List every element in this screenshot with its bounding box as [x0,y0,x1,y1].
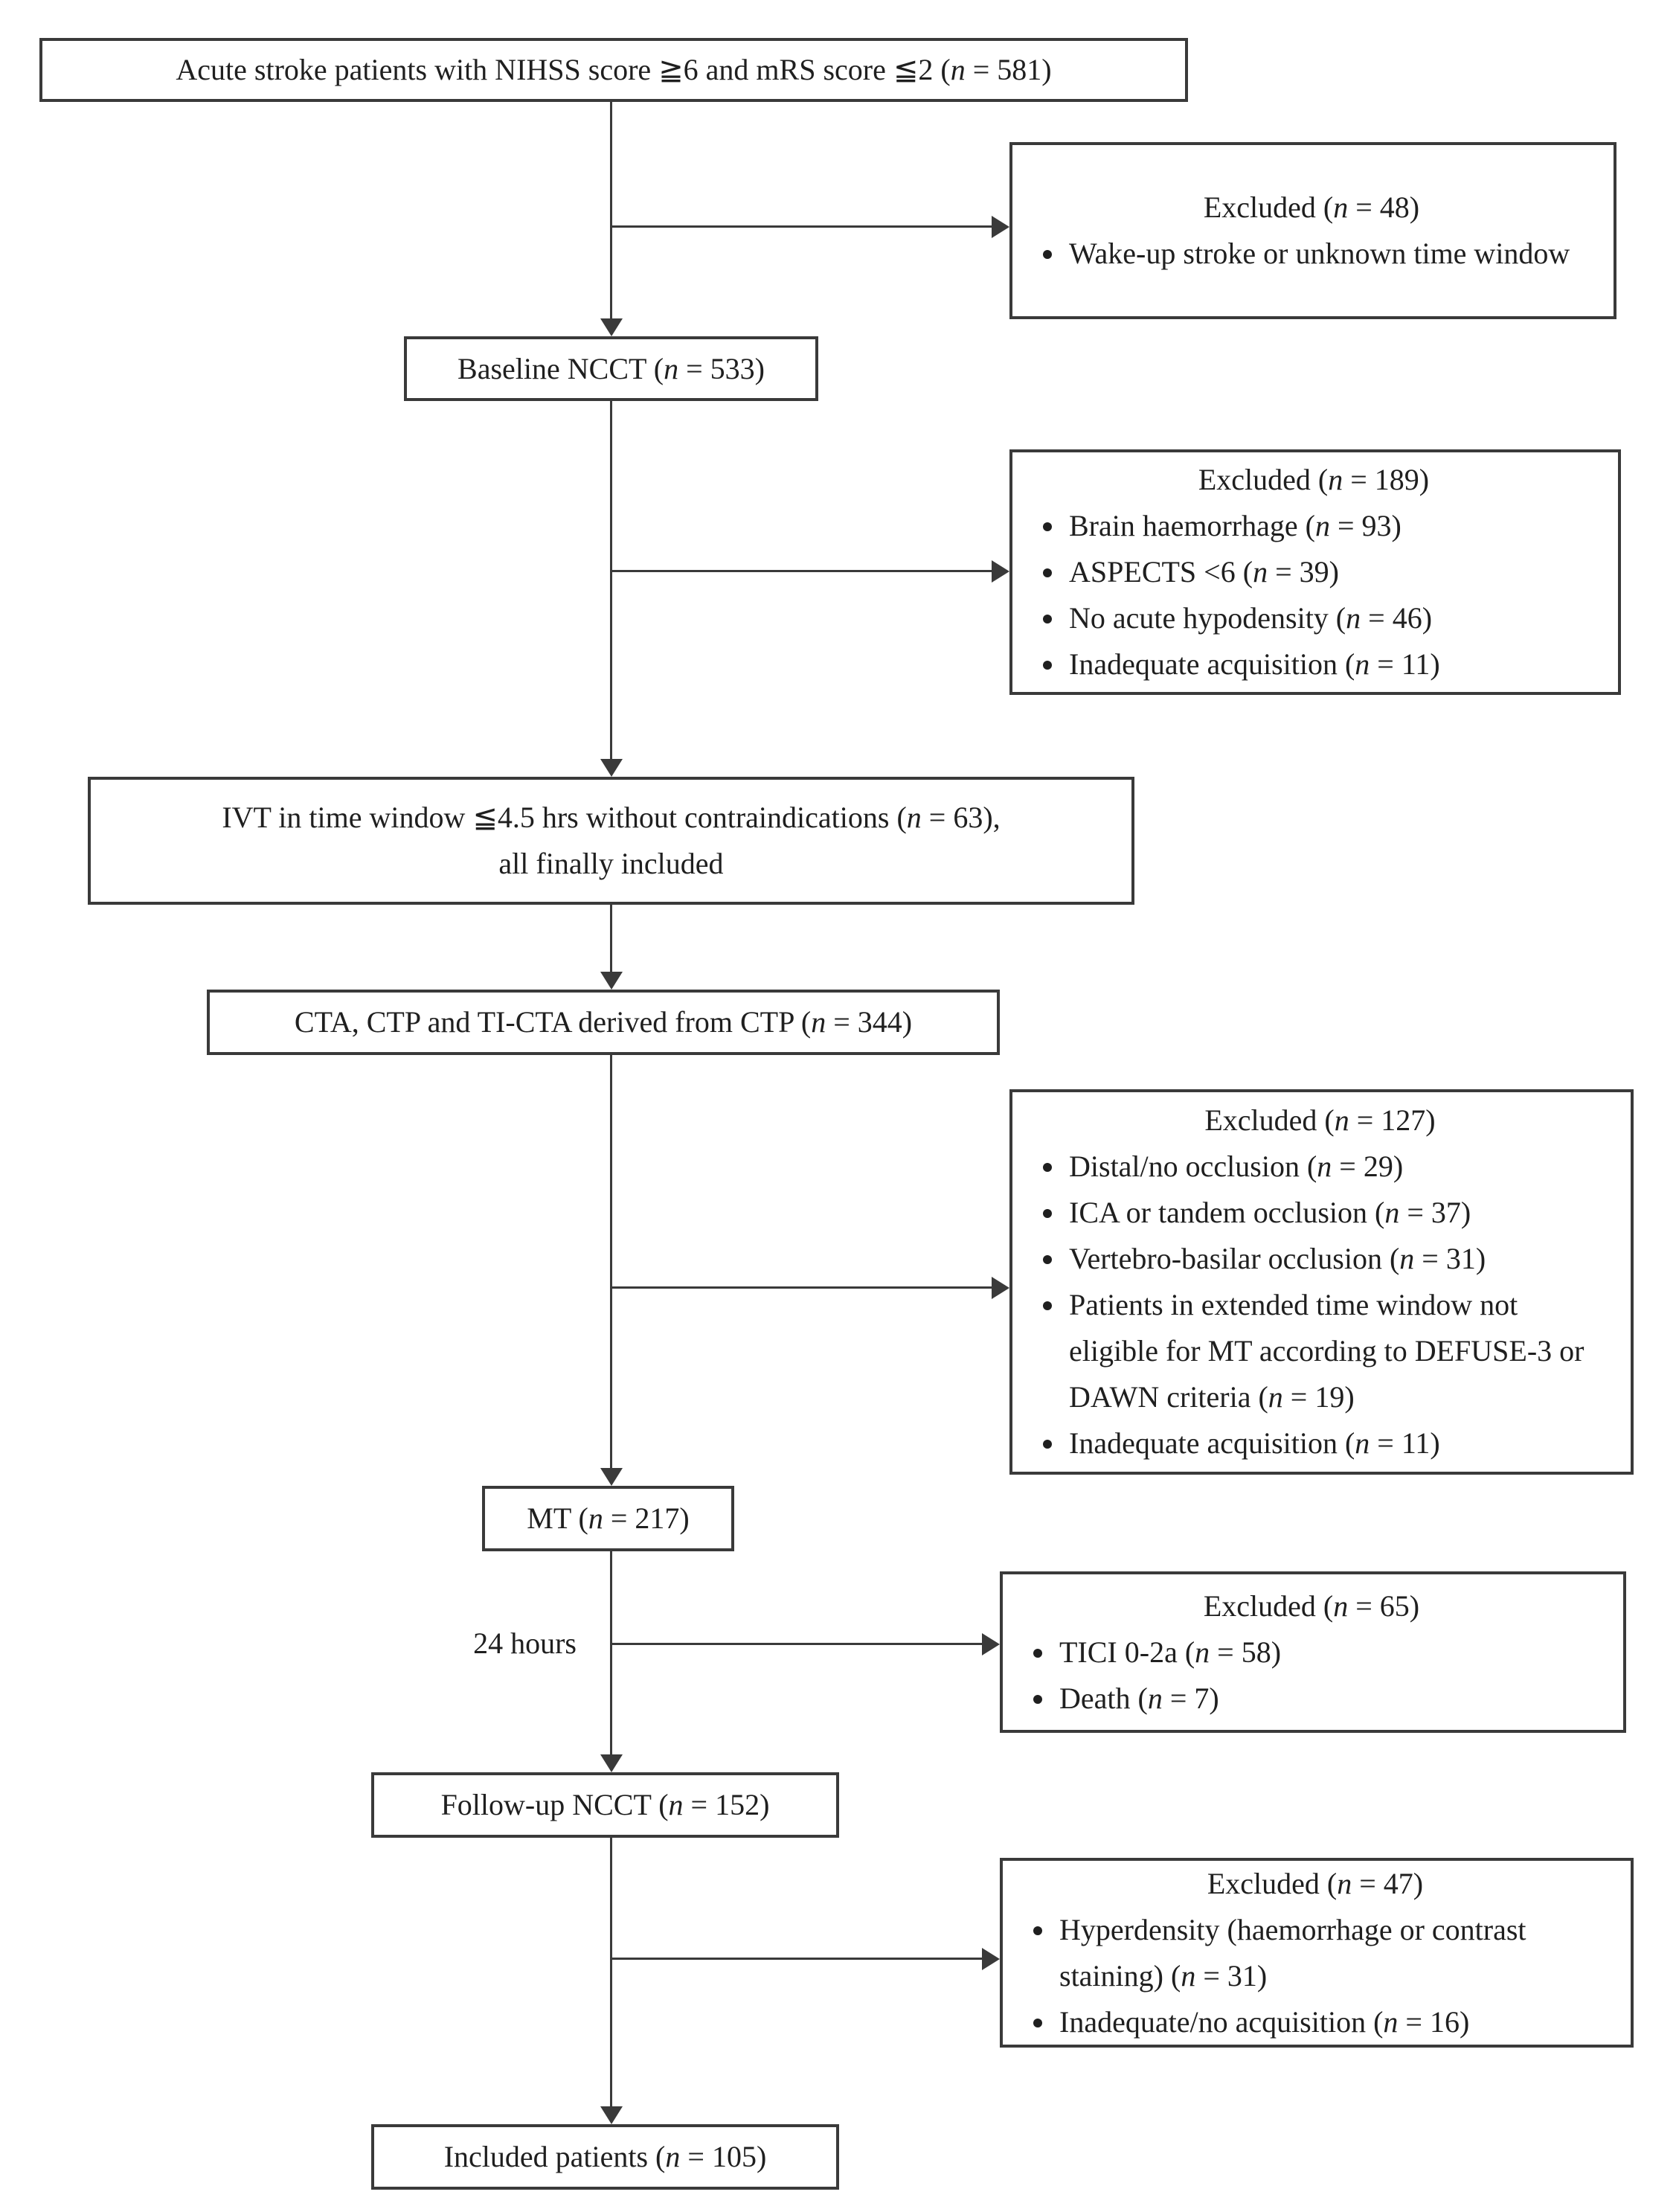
excluded-wakeup-title: Excluded (n = 48) [1203,190,1420,224]
down-arrowhead [600,1754,623,1772]
branch-to-excluded-followup [611,1958,982,1960]
box-baseline-ncct: Baseline NCCT (n = 533) [404,336,818,401]
exclusion-item: TICI 0-2a (n = 58) [1056,1629,1605,1676]
exclusion-item: Brain haemorrhage (n = 93) [1066,503,1600,549]
box-ivt-line1: IVT in time window ≦4.5 hrs without cont… [222,801,1001,834]
box-mt-text: MT (n = 217) [527,1501,690,1535]
box-cta-ctp-text: CTA, CTP and TI-CTA derived from CTP (n … [294,1005,913,1039]
exclusion-item: Hyperdensity (haemorrhage or contrast st… [1056,1907,1613,1999]
box-cta-ctp: CTA, CTP and TI-CTA derived from CTP (n … [207,990,1000,1055]
box-excluded-cta: Excluded (n = 127) Distal/no occlusion (… [1009,1089,1634,1475]
branch-to-excluded-cta [611,1286,992,1289]
down-arrowhead [600,2106,623,2124]
exclusion-item: Vertebro-basilar occlusion (n = 31) [1066,1236,1613,1282]
branch-to-excluded-baseline [611,570,992,572]
connector-acute-to-baseline [610,102,612,320]
exclusion-item: No acute hypodensity (n = 46) [1066,595,1600,641]
exclusion-item: Death (n = 7) [1056,1676,1605,1722]
excluded-baseline-list: Brain haemorrhage (n = 93) ASPECTS <6 (n… [1027,503,1600,687]
exclusion-item: Distal/no occlusion (n = 29) [1066,1144,1613,1190]
right-arrowhead [992,560,1009,583]
right-arrowhead [982,1633,1000,1655]
box-followup-ncct: Follow-up NCCT (n = 152) [371,1772,839,1838]
exclusion-item: ASPECTS <6 (n = 39) [1066,549,1600,595]
box-excluded-baseline: Excluded (n = 189) Brain haemorrhage (n … [1009,449,1621,695]
box-included-patients: Included patients (n = 105) [371,2124,839,2190]
down-arrowhead [600,759,623,777]
exclusion-item: Inadequate acquisition (n = 11) [1066,1420,1613,1466]
connector-followup-to-included [610,1838,612,2108]
box-ivt-line2: all finally included [498,847,724,880]
excluded-mt-list: TICI 0-2a (n = 58) Death (n = 7) [1018,1629,1605,1722]
timepoint-label: 24 hours [473,1626,577,1660]
right-arrowhead [992,216,1009,238]
box-excluded-mt: Excluded (n = 65) TICI 0-2a (n = 58) Dea… [1000,1571,1626,1733]
excluded-cta-title: Excluded (n = 127) [1204,1103,1436,1137]
down-arrowhead [600,972,623,990]
box-excluded-wakeup: Excluded (n = 48) Wake-up stroke or unkn… [1009,142,1616,319]
exclusion-item: Patients in extended time window not eli… [1066,1282,1613,1420]
connector-baseline-to-ivt [610,401,612,760]
excluded-wakeup-list: Wake-up stroke or unknown time window [1027,231,1596,277]
box-included-patients-text: Included patients (n = 105) [443,2140,767,2173]
down-arrowhead [600,318,623,336]
exclusion-item: Inadequate/no acquisition (n = 16) [1056,1999,1613,2045]
connector-ivt-to-cta [610,905,612,973]
down-arrowhead [600,1468,623,1486]
connector-mt-to-followup [610,1551,612,1756]
excluded-followup-title: Excluded (n = 47) [1207,1866,1424,1900]
box-ivt: IVT in time window ≦4.5 hrs without cont… [88,777,1134,905]
box-excluded-followup: Excluded (n = 47) Hyperdensity (haemorrh… [1000,1858,1634,2048]
box-followup-ncct-text: Follow-up NCCT (n = 152) [440,1788,770,1821]
right-arrowhead [992,1277,1009,1299]
exclusion-item: ICA or tandem occlusion (n = 37) [1066,1190,1613,1236]
box-acute-stroke-patients-text: Acute stroke patients with NIHSS score ≧… [176,53,1052,86]
excluded-mt-title: Excluded (n = 65) [1203,1589,1420,1623]
box-mt: MT (n = 217) [482,1486,734,1551]
excluded-cta-list: Distal/no occlusion (n = 29) ICA or tand… [1027,1144,1613,1466]
exclusion-item: Wake-up stroke or unknown time window [1066,231,1596,277]
excluded-followup-list: Hyperdensity (haemorrhage or contrast st… [1018,1907,1613,2045]
excluded-baseline-title: Excluded (n = 189) [1198,463,1430,496]
box-acute-stroke-patients: Acute stroke patients with NIHSS score ≧… [39,38,1188,102]
branch-to-excluded-wakeup [611,225,992,228]
right-arrowhead [982,1948,1000,1970]
connector-cta-to-mt [610,1055,612,1469]
box-baseline-ncct-text: Baseline NCCT (n = 533) [457,351,765,385]
branch-to-excluded-mt [611,1643,982,1645]
exclusion-item: Inadequate acquisition (n = 11) [1066,641,1600,687]
